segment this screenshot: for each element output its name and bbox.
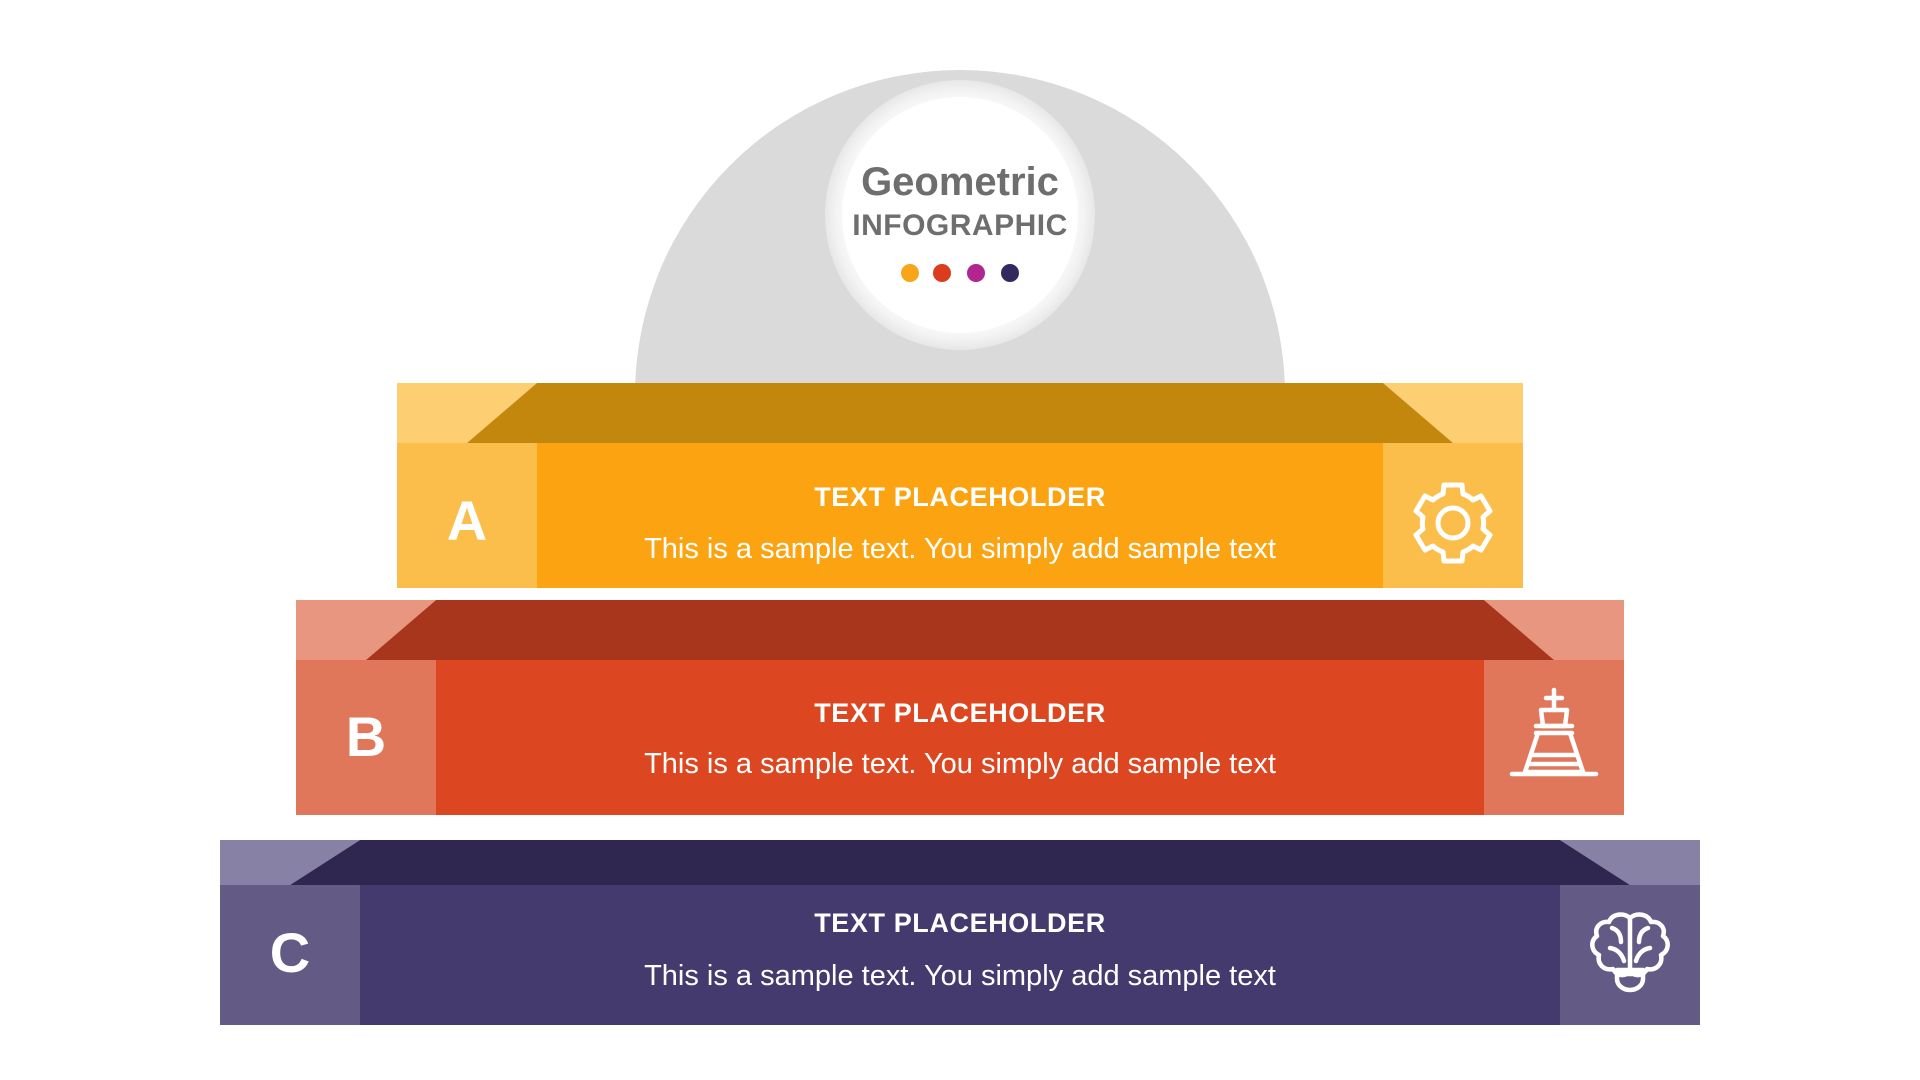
tier-c-letter: C <box>270 921 310 984</box>
tier-c-body: This is a sample text. You simply add sa… <box>644 960 1276 992</box>
tier-a-left-face-overlay <box>397 443 537 588</box>
tier-a-body: This is a sample text. You simply add sa… <box>644 533 1276 565</box>
tier-b-body: This is a sample text. You simply add sa… <box>644 748 1276 780</box>
page-title: Geometric <box>861 160 1059 204</box>
dot-magenta <box>967 264 985 282</box>
tier-c-heading: TEXT PLACEHOLDER <box>814 908 1106 938</box>
chess-king-icon <box>1509 687 1599 777</box>
tier-a-letter: A <box>447 489 487 552</box>
tier-a-left-top-face <box>397 383 537 443</box>
tier-b-letter: B <box>346 705 386 768</box>
tier-c-front-face <box>290 885 1630 1025</box>
tier-c-left-face-overlay <box>220 885 360 1025</box>
dot-amber <box>901 264 919 282</box>
tier-c-top-face <box>290 840 1630 885</box>
tier-b-left-top-face <box>296 600 436 660</box>
tier-a-right-face-overlay <box>1383 443 1523 588</box>
gear-icon <box>1413 482 1493 564</box>
medallion-face <box>842 97 1078 333</box>
tier-b-top-face <box>366 600 1554 660</box>
color-dot-group <box>901 264 1019 282</box>
tier-c-right-top-face <box>1560 840 1700 885</box>
tier-c-left-top-face <box>220 840 360 885</box>
tier-b-heading: TEXT PLACEHOLDER <box>814 698 1106 728</box>
tier-a-front-face <box>467 443 1453 588</box>
tier-a-right-top-face <box>1383 383 1523 443</box>
tier-a-heading: TEXT PLACEHOLDER <box>814 482 1106 512</box>
tier-a-top-face <box>467 383 1453 443</box>
tier-b-left-face-overlay <box>296 660 436 815</box>
brain-icon <box>1590 912 1670 993</box>
tier-b-front-face <box>366 660 1554 815</box>
dot-red <box>933 264 951 282</box>
tier-b-right-top-face <box>1484 600 1624 660</box>
page-subtitle: INFOGRAPHIC <box>852 209 1068 242</box>
dot-navy <box>1001 264 1019 282</box>
